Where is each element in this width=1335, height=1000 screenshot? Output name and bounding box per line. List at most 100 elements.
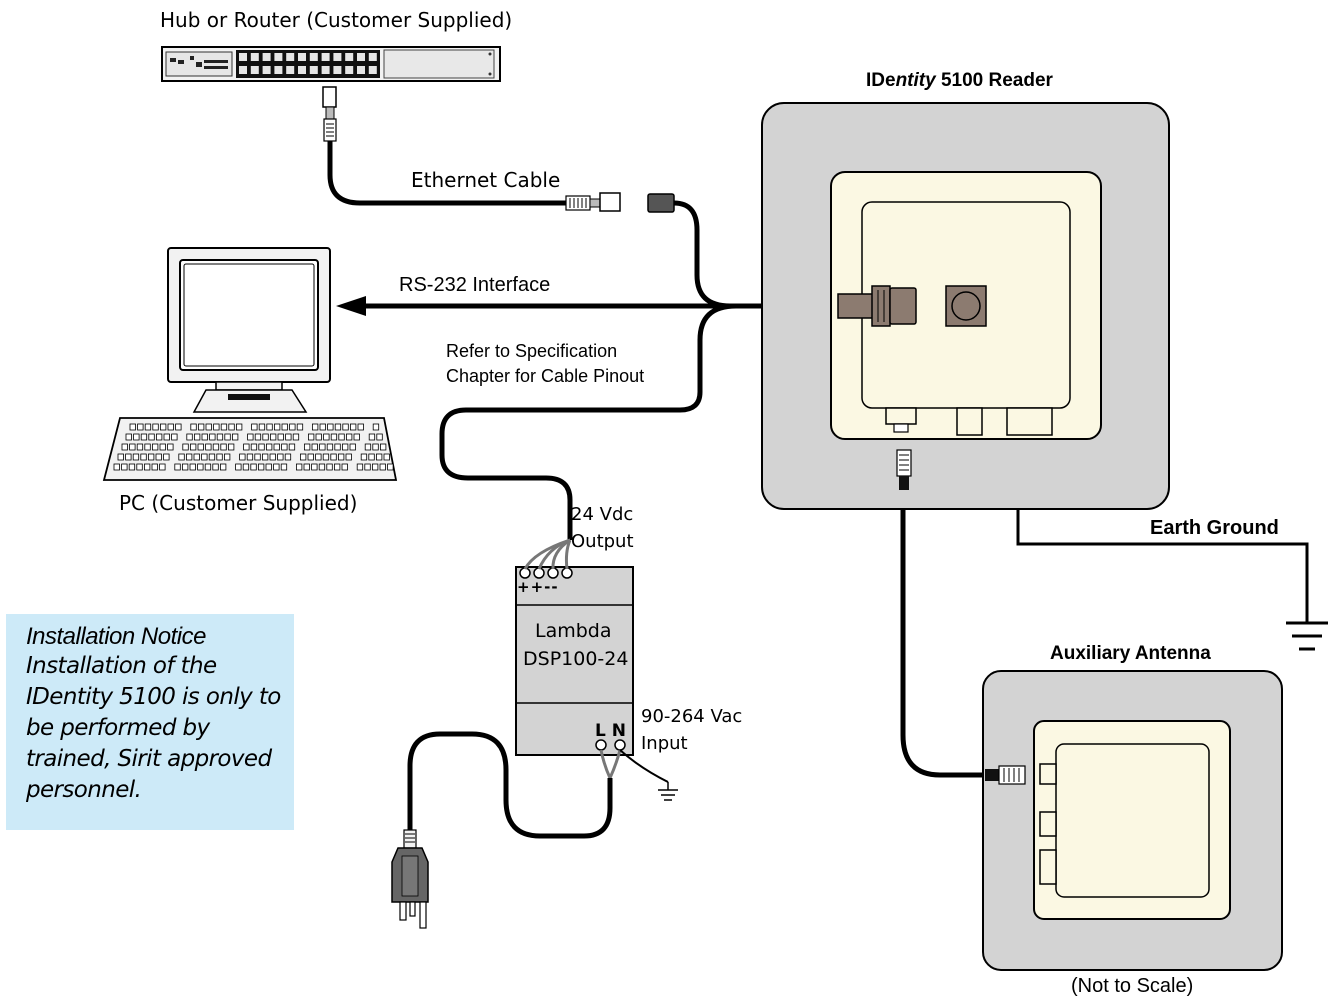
ethernet-cable-label: Ethernet Cable	[411, 168, 561, 192]
keyboard-key	[307, 453, 314, 461]
keyboard-key	[136, 463, 143, 471]
keyboard-key	[171, 433, 178, 441]
hub-port	[368, 53, 377, 61]
keyboard-key	[337, 453, 345, 461]
keyboard-key	[247, 433, 254, 441]
keyboard-key	[269, 453, 276, 461]
ac-plug	[391, 829, 429, 929]
keyboard-key	[117, 453, 124, 461]
ac-power-cord	[407, 731, 613, 839]
keyboard-key	[368, 453, 375, 461]
keyboard-key	[197, 463, 204, 471]
keyboard-key	[143, 463, 151, 471]
hub-router	[161, 46, 501, 82]
psu-label-line2: DSP100-24	[523, 648, 629, 670]
keyboard-key	[140, 433, 148, 441]
keyboard-key	[315, 453, 322, 461]
keyboard-key	[258, 443, 265, 451]
keyboard-key	[224, 433, 231, 441]
hub-port	[286, 66, 295, 74]
ethernet-cable	[327, 141, 566, 206]
keyboard-key	[342, 423, 349, 431]
keyboard-key	[311, 423, 319, 431]
keyboard-key	[281, 443, 288, 451]
earth-ground-symbol	[1286, 621, 1328, 651]
reader-cables	[356, 200, 1309, 778]
keyboard-key	[159, 443, 166, 451]
keyboard-key	[185, 453, 193, 461]
hub-port	[239, 66, 247, 74]
keyboard-key	[277, 433, 284, 441]
keyboard-key	[129, 423, 136, 431]
keyboard-key	[265, 463, 272, 471]
keyboard-key	[151, 443, 159, 451]
installation-notice: Installation Notice Installation of the …	[6, 614, 294, 830]
pc-computer	[102, 247, 398, 481]
keyboard-key	[163, 453, 170, 461]
keyboard-key	[288, 443, 296, 451]
keyboard-key	[368, 433, 376, 441]
keyboard-key	[326, 443, 334, 451]
hub-port	[321, 66, 330, 74]
hub-port	[262, 66, 271, 74]
keyboard-key	[148, 433, 155, 441]
hub-port	[286, 53, 295, 61]
reader-label-prefix: IDe	[866, 70, 896, 91]
keyboard-key	[235, 463, 242, 471]
keyboard-key	[133, 433, 140, 441]
keyboard-key	[319, 443, 326, 451]
rs232-label: RS-232 Interface	[399, 274, 551, 296]
hub-port	[298, 53, 306, 61]
keyboard-key	[220, 443, 227, 451]
keyboard-key	[175, 423, 182, 431]
keyboard-key	[213, 423, 220, 431]
ethernet-socket	[647, 193, 675, 213]
keyboard-key	[235, 423, 243, 431]
keyboard-key	[319, 423, 326, 431]
earth-ground-label: Earth Ground	[1150, 517, 1279, 539]
hub-port	[274, 66, 283, 74]
keyboard-key	[228, 423, 235, 431]
ethernet-plug-end	[565, 192, 621, 212]
keyboard-key	[246, 453, 254, 461]
keyboard-key	[383, 453, 390, 461]
keyboard-key	[323, 433, 330, 441]
keyboard-key	[208, 453, 216, 461]
keyboard-key	[341, 463, 348, 471]
keyboard-key	[284, 453, 292, 461]
hub-port	[262, 53, 271, 61]
keyboard-key	[261, 453, 269, 461]
keyboard-key	[140, 453, 147, 461]
keyboard-key	[299, 453, 307, 461]
keyboard-key	[193, 433, 201, 441]
hub-port	[333, 53, 342, 61]
keyboard-key	[285, 433, 292, 441]
keyboard-key	[265, 443, 273, 451]
psu-terminals-top: ++--	[517, 578, 559, 596]
antenna-connector-reader	[896, 449, 912, 490]
keyboard-key	[155, 433, 163, 441]
keyboard-key	[152, 423, 159, 431]
keyboard-key	[197, 443, 204, 451]
keyboard-key	[273, 423, 281, 431]
keyboard-key	[132, 453, 140, 461]
reader-label: IDentity 5100 Reader	[866, 70, 1053, 92]
keyboard-key	[372, 443, 379, 451]
antenna-connector-aux	[985, 765, 1026, 785]
hub-port	[333, 66, 342, 74]
keyboard-key	[190, 423, 197, 431]
not-to-scale-label: (Not to Scale)	[1071, 975, 1194, 997]
keyboard-key	[182, 443, 189, 451]
keyboard-key	[341, 443, 349, 451]
power-supply	[515, 566, 634, 756]
spec-label-line2: Chapter for Cable Pinout	[446, 366, 645, 386]
keyboard-key	[204, 463, 212, 471]
keyboard-key	[387, 463, 394, 471]
keyboard-key	[349, 423, 357, 431]
hub-port	[345, 66, 354, 74]
keyboard-key	[121, 443, 128, 451]
keyboard-key	[193, 453, 200, 461]
keyboard-key	[376, 433, 383, 441]
keyboard-key	[251, 423, 258, 431]
